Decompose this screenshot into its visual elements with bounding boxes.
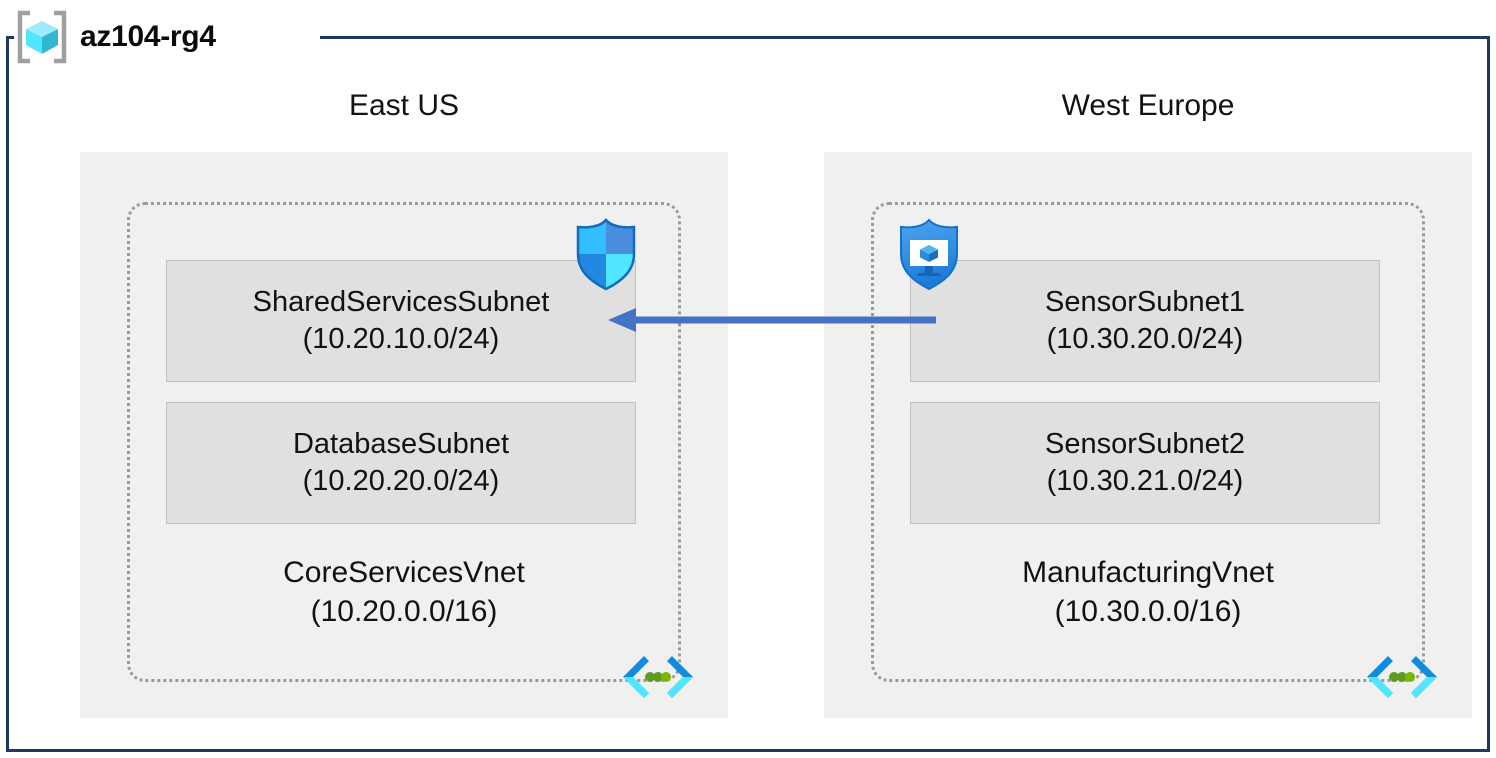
subnet-database: DatabaseSubnet (10.20.20.0/24) [166,402,636,524]
region-label-west-europe: West Europe [1061,89,1235,122]
vnet-manufacturing: SensorSubnet1 (10.30.20.0/24) SensorSubn… [871,202,1437,698]
subnet-cidr: (10.20.20.0/24) [302,465,500,497]
resource-group-cube-icon [14,9,70,65]
vnet-core-services: SharedServicesSubnet (10.20.10.0/24) Dat… [127,202,693,698]
vnet-name: CoreServicesVnet [283,556,525,589]
subnet-sensor-2: SensorSubnet2 (10.30.21.0/24) [910,402,1380,524]
subnet-cidr: (10.20.10.0/24) [302,323,500,355]
resource-group-title: az104-rg4 [80,20,216,53]
vnet-peering-arrow [600,300,940,340]
resource-group-header: az104-rg4 [14,8,226,66]
defender-monitor-shield-icon [893,216,965,292]
region-west-europe: West Europe SensorSubnet1 (10.30.20.0/24… [824,86,1472,718]
vnet-cidr: (10.20.0.0/16) [310,595,498,628]
subnet-name: SensorSubnet1 [1045,285,1245,318]
region-east-us: East US SharedServicesSubnet (10.20.10.0… [80,86,728,718]
vnet-cidr: (10.30.0.0/16) [1054,595,1242,628]
region-box-east-us: SharedServicesSubnet (10.20.10.0/24) Dat… [80,152,728,718]
vnet-label-manufacturing: ManufacturingVnet (10.30.0.0/16) [874,553,1422,631]
vnet-label-core-services: CoreServicesVnet (10.20.0.0/16) [130,553,678,631]
network-security-group-shield-icon [570,216,642,292]
vnet-name: ManufacturingVnet [1022,556,1274,589]
subnet-cidr: (10.30.21.0/24) [1046,465,1244,497]
resource-group-frame-top-right [320,36,1490,39]
resource-group-frame-top-left [6,36,20,39]
resource-group-frame [6,36,1490,752]
subnet-cidr: (10.30.20.0/24) [1046,323,1244,355]
subnet-name: DatabaseSubnet [292,427,510,460]
subnet-shared-services: SharedServicesSubnet (10.20.10.0/24) [166,260,636,382]
subnet-sensor-1: SensorSubnet1 (10.30.20.0/24) [910,260,1380,382]
region-label-east-us: East US [348,89,460,122]
subnet-name: SensorSubnet2 [1045,427,1245,460]
subnet-name: SharedServicesSubnet [252,285,550,318]
